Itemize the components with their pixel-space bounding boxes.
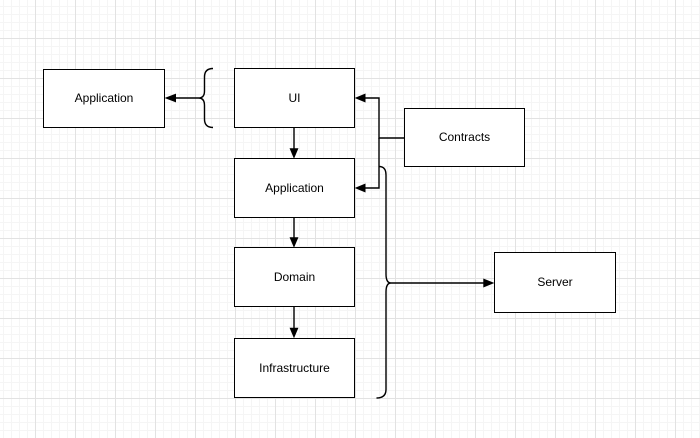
arrowhead[interactable] bbox=[289, 327, 299, 339]
arrowhead[interactable] bbox=[354, 93, 366, 103]
arrowhead[interactable] bbox=[483, 278, 495, 288]
arrowhead[interactable] bbox=[354, 183, 366, 193]
edge-contracts-to-ui[interactable] bbox=[365, 97, 404, 139]
node-label: Server bbox=[537, 275, 573, 290]
layers-group-brace[interactable] bbox=[376, 165, 392, 399]
node-label: Application bbox=[265, 180, 324, 195]
node-ui[interactable]: UI bbox=[234, 68, 355, 128]
arrowhead[interactable] bbox=[289, 148, 299, 159]
edge-contracts-to-application[interactable] bbox=[365, 138, 380, 189]
node-domain[interactable]: Domain bbox=[234, 247, 355, 307]
node-application-left[interactable]: Application bbox=[43, 69, 165, 128]
node-infrastructure[interactable]: Infrastructure bbox=[234, 338, 355, 398]
arrowhead[interactable] bbox=[289, 237, 299, 248]
ui-group-brace[interactable] bbox=[198, 67, 214, 129]
node-label: UI bbox=[288, 90, 301, 105]
node-application[interactable]: Application bbox=[234, 158, 355, 218]
node-contracts[interactable]: Contracts bbox=[404, 108, 525, 167]
arrowhead[interactable] bbox=[164, 93, 176, 103]
node-label: Infrastructure bbox=[259, 360, 330, 375]
node-server[interactable]: Server bbox=[494, 252, 616, 313]
node-label: Contracts bbox=[438, 130, 491, 145]
node-label: Application bbox=[74, 91, 134, 106]
node-label: Domain bbox=[273, 269, 316, 284]
